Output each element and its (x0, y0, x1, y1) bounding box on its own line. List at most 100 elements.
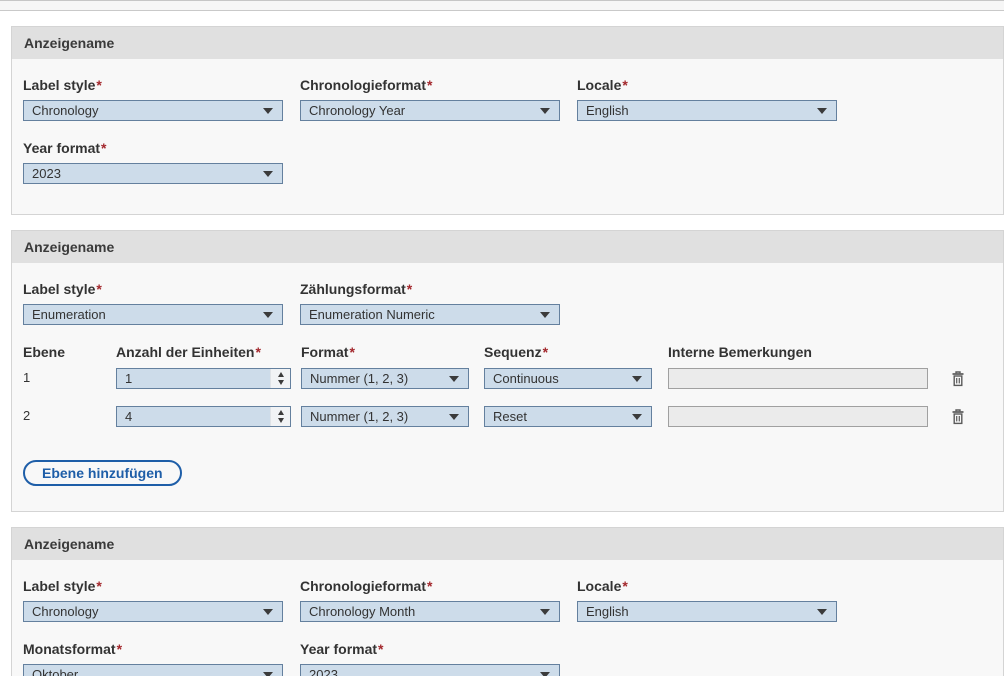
field-label: Zählungsformat* (300, 281, 560, 297)
internal-remarks-input[interactable] (668, 368, 928, 389)
internal-remarks-input[interactable] (668, 406, 928, 427)
spin-up-icon[interactable] (277, 410, 284, 415)
chevron-down-icon (449, 413, 459, 420)
panel-anzeigename-1: Anzeigename Label style* Chronology Chro… (11, 26, 1004, 215)
trash-icon (952, 370, 964, 386)
table-row: 2 4 Nummer (1, 2, 3) Reset (23, 406, 992, 427)
field-label: Label style* (23, 77, 283, 93)
field-label: Year format* (23, 140, 283, 156)
monatsformat-select[interactable]: Oktober (23, 664, 283, 676)
field-label: Chronologieformat* (300, 77, 560, 93)
sequenz-select[interactable]: Continuous (484, 368, 652, 389)
format-select[interactable]: Nummer (1, 2, 3) (301, 368, 469, 389)
required-asterisk: * (349, 344, 355, 360)
table-row: 1 1 Nummer (1, 2, 3) Continuous (23, 368, 992, 389)
column-header-anzahl: Anzahl der Einheiten* (116, 344, 301, 360)
select-value: Chronology Year (309, 103, 406, 118)
select-value: 2023 (309, 667, 338, 676)
year-format-select[interactable]: 2023 (23, 163, 283, 184)
required-asterisk: * (101, 140, 107, 156)
label-text: Year format (300, 641, 378, 657)
chevron-down-icon (263, 107, 273, 114)
format-select[interactable]: Nummer (1, 2, 3) (301, 406, 469, 427)
panel-anzeigename-3: Anzeigename Label style* Chronology Chro… (11, 527, 1004, 676)
chevron-down-icon (263, 311, 273, 318)
chevron-down-icon (263, 170, 273, 177)
label-text: Locale (577, 578, 622, 594)
select-value: Chronology (32, 604, 99, 619)
spin-down-icon[interactable] (277, 380, 284, 385)
label-text: Year format (23, 140, 101, 156)
label-text: Anzahl der Einheiten (116, 344, 255, 360)
chevron-down-icon (449, 375, 459, 382)
level-table-header: Ebene Anzahl der Einheiten* Format* Sequ… (23, 344, 992, 360)
required-asterisk: * (427, 578, 433, 594)
delete-level-button[interactable] (951, 408, 965, 425)
top-divider (0, 0, 1004, 11)
select-value: 2023 (32, 166, 61, 181)
delete-level-button[interactable] (951, 370, 965, 387)
select-value: Nummer (1, 2, 3) (310, 371, 409, 386)
field-label-style: Label style* Chronology (23, 578, 283, 622)
chevron-down-icon (263, 608, 273, 615)
field-label: Locale* (577, 77, 837, 93)
chevron-down-icon (540, 311, 550, 318)
select-value: Reset (493, 409, 527, 424)
zaehlungsformat-select[interactable]: Enumeration Numeric (300, 304, 560, 325)
label-text: Sequenz (484, 344, 542, 360)
year-format-select[interactable]: 2023 (300, 664, 560, 676)
locale-select[interactable]: English (577, 601, 837, 622)
field-year-format: Year format* 2023 (300, 641, 560, 676)
label-text: Locale (577, 77, 622, 93)
stepper-buttons[interactable] (270, 407, 290, 426)
stepper-value: 4 (125, 409, 133, 424)
label-style-select[interactable]: Chronology (23, 601, 283, 622)
required-asterisk: * (96, 77, 102, 93)
field-label: Label style* (23, 578, 283, 594)
chronologieformat-select[interactable]: Chronology Month (300, 601, 560, 622)
field-label: Monatsformat* (23, 641, 283, 657)
sequenz-select[interactable]: Reset (484, 406, 652, 427)
field-locale: Locale* English (577, 77, 837, 121)
chevron-down-icon (817, 608, 827, 615)
field-chronologieformat: Chronologieformat* Chronology Year (300, 77, 560, 121)
field-locale: Locale* English (577, 578, 837, 622)
label-style-select[interactable]: Chronology (23, 100, 283, 121)
column-header-sequenz: Sequenz* (484, 344, 668, 360)
chevron-down-icon (540, 107, 550, 114)
locale-select[interactable]: English (577, 100, 837, 121)
field-label: Chronologieformat* (300, 578, 560, 594)
column-header-ebene: Ebene (23, 344, 66, 360)
level-number: 1 (23, 370, 31, 385)
select-value: English (586, 103, 629, 118)
field-label: Locale* (577, 578, 837, 594)
spin-up-icon[interactable] (277, 372, 284, 377)
required-asterisk: * (622, 578, 628, 594)
select-value: English (586, 604, 629, 619)
field-year-format: Year format* 2023 (23, 140, 283, 184)
required-asterisk: * (427, 77, 433, 93)
required-asterisk: * (622, 77, 628, 93)
panel-header: Anzeigename (12, 528, 1003, 560)
units-stepper[interactable]: 4 (116, 406, 291, 427)
required-asterisk: * (96, 578, 102, 594)
field-label: Year format* (300, 641, 560, 657)
spin-down-icon[interactable] (277, 418, 284, 423)
add-level-button[interactable]: Ebene hinzufügen (23, 460, 182, 486)
required-asterisk: * (378, 641, 384, 657)
label-text: Label style (23, 578, 96, 594)
label-text: Monatsformat (23, 641, 116, 657)
label-text: Chronologieformat (300, 578, 426, 594)
chronologieformat-select[interactable]: Chronology Year (300, 100, 560, 121)
select-value: Nummer (1, 2, 3) (310, 409, 409, 424)
column-header-interne-bemerkungen: Interne Bemerkungen (668, 344, 812, 360)
stepper-buttons[interactable] (270, 369, 290, 388)
units-stepper[interactable]: 1 (116, 368, 291, 389)
chevron-down-icon (540, 608, 550, 615)
panel-anzeigename-2: Anzeigename Label style* Enumeration Zäh… (11, 230, 1004, 512)
field-label-style: Label style* Enumeration (23, 281, 283, 325)
required-asterisk: * (96, 281, 102, 297)
required-asterisk: * (542, 344, 549, 360)
chevron-down-icon (817, 107, 827, 114)
label-style-select[interactable]: Enumeration (23, 304, 283, 325)
